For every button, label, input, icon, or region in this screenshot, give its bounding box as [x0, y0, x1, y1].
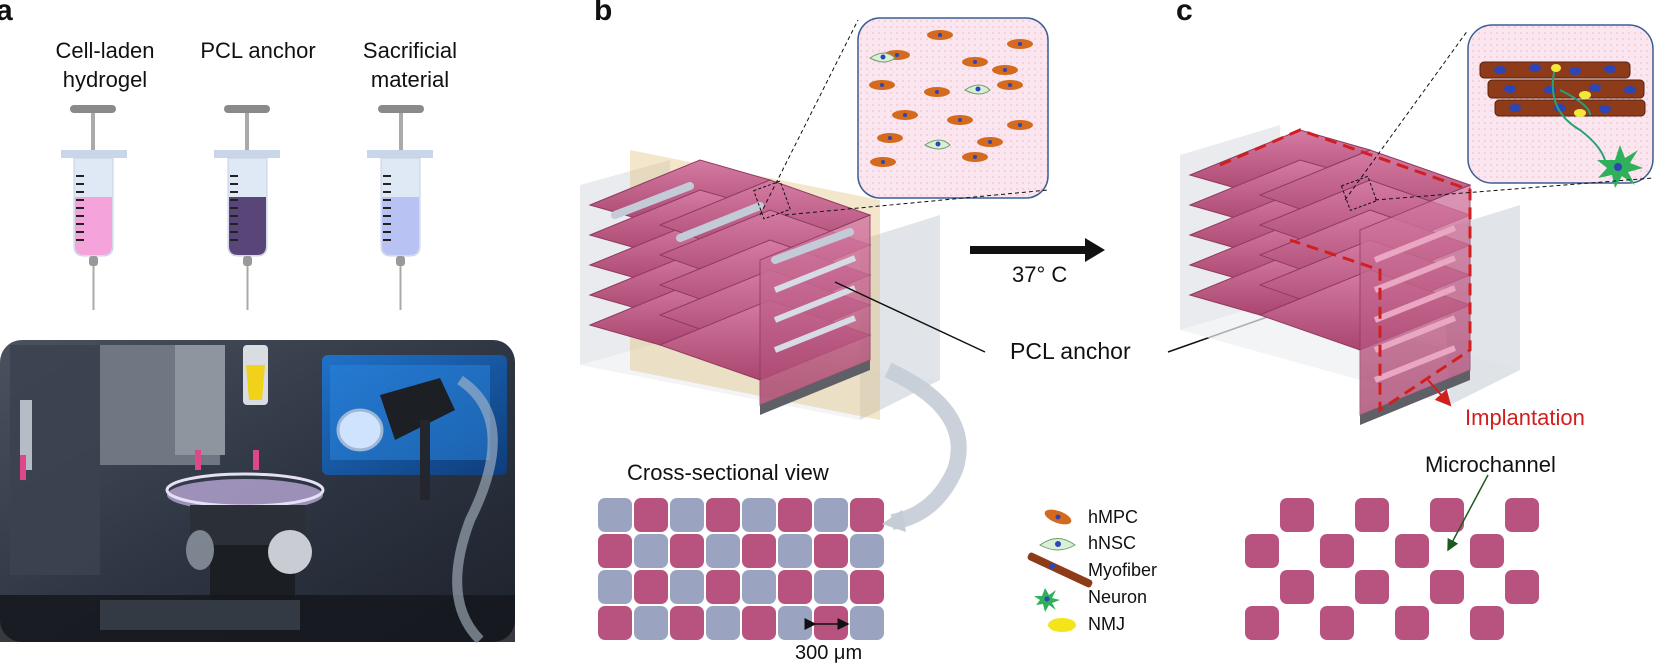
temperature-label: 37° C [1012, 262, 1068, 287]
legend-icons [1027, 509, 1093, 632]
hmpc-icon [1044, 509, 1072, 525]
bioprinter-photo [0, 340, 515, 644]
syringe-label-hydrogel: Cell-laden hydrogel [55, 38, 155, 92]
neuron-icon [1034, 588, 1060, 612]
scaffold-3d-b [580, 150, 940, 420]
implantation-label: Implantation [1465, 405, 1585, 430]
legend-label-myofiber: Myofiber [1088, 560, 1158, 580]
panel-letter-c: c [1176, 0, 1193, 27]
hnsc-icon [1039, 538, 1076, 551]
panel-letter-b: b [594, 0, 613, 27]
pcl-anchor-label: PCL anchor [1010, 338, 1131, 364]
syringe-label-sacrificial: Sacrificial material [362, 38, 458, 92]
scale-bar-label: 300 μm [795, 642, 863, 664]
microchannel-label: Microchannel [1425, 452, 1556, 477]
syringe-hydrogel [61, 105, 127, 310]
implantation-outline [1219, 128, 1472, 413]
implantation-arrow [1427, 379, 1452, 407]
microchannel-grid-c [1245, 498, 1539, 640]
cell-inset-b [857, 17, 1049, 199]
syringe-pcl [214, 105, 280, 310]
curved-arrow-icon [884, 362, 967, 530]
microchannel-arrow [1447, 474, 1489, 552]
syringe-label-pcl: PCL anchor [200, 38, 316, 63]
legend-label-hmpc: hMPC [1088, 507, 1139, 527]
legend-label-nmj: NMJ [1088, 614, 1125, 634]
panel-letter-a: a [0, 0, 13, 27]
cross-section-title: Cross-sectional view [627, 460, 829, 485]
legend-label-neuron: Neuron [1088, 587, 1148, 607]
myofiber-icon [1027, 552, 1093, 588]
tissue-inset-c [1467, 24, 1654, 188]
nmj-icon [1048, 618, 1076, 632]
legend-label-hnsc: hNSC [1088, 533, 1137, 553]
cross-section-grid-b [598, 498, 884, 640]
syringe-sacrificial [367, 105, 433, 310]
